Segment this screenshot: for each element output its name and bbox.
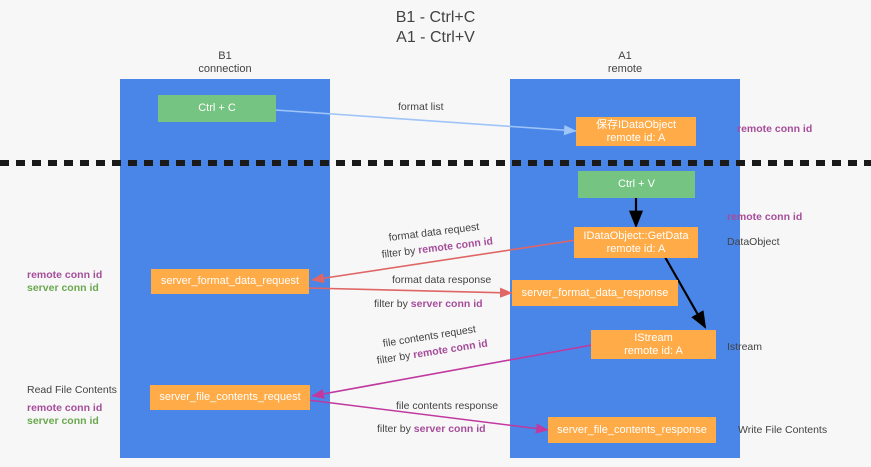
annotation-remote-conn-id-mid: remote conn id (727, 211, 803, 223)
box-istream[interactable]: IStream remote id: A (591, 330, 716, 359)
filter-prefix-2: filter by (374, 298, 411, 310)
box-idataobject-getdata[interactable]: IDataObject::GetData remote id: A (574, 227, 698, 258)
filter-prefix-3: filter by (376, 349, 415, 367)
box-server-format-data-response-label: server_format_data_response (521, 286, 669, 299)
edge-label-file-contents-response-filter: filter by server conn id (377, 423, 486, 436)
edge-label-file-contents-response: file contents response (396, 400, 499, 412)
box-istream-line-1: IStream (634, 331, 673, 344)
box-ctrl-c-label: Ctrl + C (198, 102, 236, 114)
box-server-file-contents-request-label: server_file_contents_request (159, 391, 301, 403)
column-header-a1-name: A1 (618, 50, 632, 62)
annotation-left-server-conn-id-mid: server conn id (27, 282, 99, 294)
filter-prefix-1: filter by (381, 244, 419, 261)
box-ctrl-c[interactable]: Ctrl + C (158, 95, 276, 122)
annotation-write-file-contents: Write File Contents (738, 424, 828, 436)
box-server-file-contents-response[interactable]: server_file_contents_response (548, 417, 716, 443)
annotation-left-remote-conn-id-low: remote conn id (27, 402, 103, 414)
annotation-read-file-contents: Read File Contents (27, 384, 117, 396)
filter-prefix-4: filter by (377, 423, 414, 435)
box-idataobject-getdata-line-2: remote id: A (606, 242, 666, 255)
column-header-a1: A1 remote (510, 50, 740, 76)
filter-key-server-conn-id-2: server conn id (413, 423, 486, 435)
annotation-left-remote-conn-id-mid: remote conn id (27, 269, 103, 281)
annotation-left-server-conn-id-low: server conn id (27, 415, 99, 427)
box-istream-line-2: remote id: A (624, 344, 683, 357)
box-server-format-data-response[interactable]: server_format_data_response (512, 280, 678, 306)
title-line-1: B1 - Ctrl+C (395, 9, 476, 26)
edge-label-format-data-response-filter: filter by server conn id (374, 298, 483, 311)
edge-label-format-list: format list (398, 101, 444, 113)
box-server-file-contents-response-label: server_file_contents_response (557, 423, 707, 436)
box-save-idataobject-line-2: remote id: A (606, 131, 666, 144)
column-header-a1-sub: remote (607, 63, 643, 75)
edge-label-format-data-response: format data response (392, 274, 492, 286)
box-save-idataobject-line-1: 保存IDataObject (595, 118, 677, 131)
box-ctrl-v[interactable]: Ctrl + V (578, 171, 695, 198)
annotation-istream: Istream (727, 341, 763, 353)
title-line-2: A1 - Ctrl+V (396, 29, 475, 46)
box-idataobject-getdata-line-1: IDataObject::GetData (583, 229, 689, 242)
box-ctrl-v-label: Ctrl + V (618, 178, 655, 190)
box-server-format-data-request-label: server_format_data_request (160, 275, 300, 287)
page-title: B1 - Ctrl+C A1 - Ctrl+V (0, 8, 871, 48)
annotation-dataobject: DataObject (727, 236, 780, 248)
column-header-b1: B1 connection (120, 50, 330, 76)
column-header-b1-name: B1 (218, 50, 232, 62)
box-save-idataobject[interactable]: 保存IDataObject remote id: A (576, 117, 696, 146)
filter-key-server-conn-id-1: server conn id (410, 298, 483, 310)
box-server-format-data-request[interactable]: server_format_data_request (151, 269, 309, 294)
column-header-b1-sub: connection (198, 63, 252, 75)
box-server-file-contents-request[interactable]: server_file_contents_request (150, 385, 310, 410)
arrow-format-data-response (307, 287, 513, 298)
annotation-remote-conn-id-top: remote conn id (737, 123, 813, 135)
